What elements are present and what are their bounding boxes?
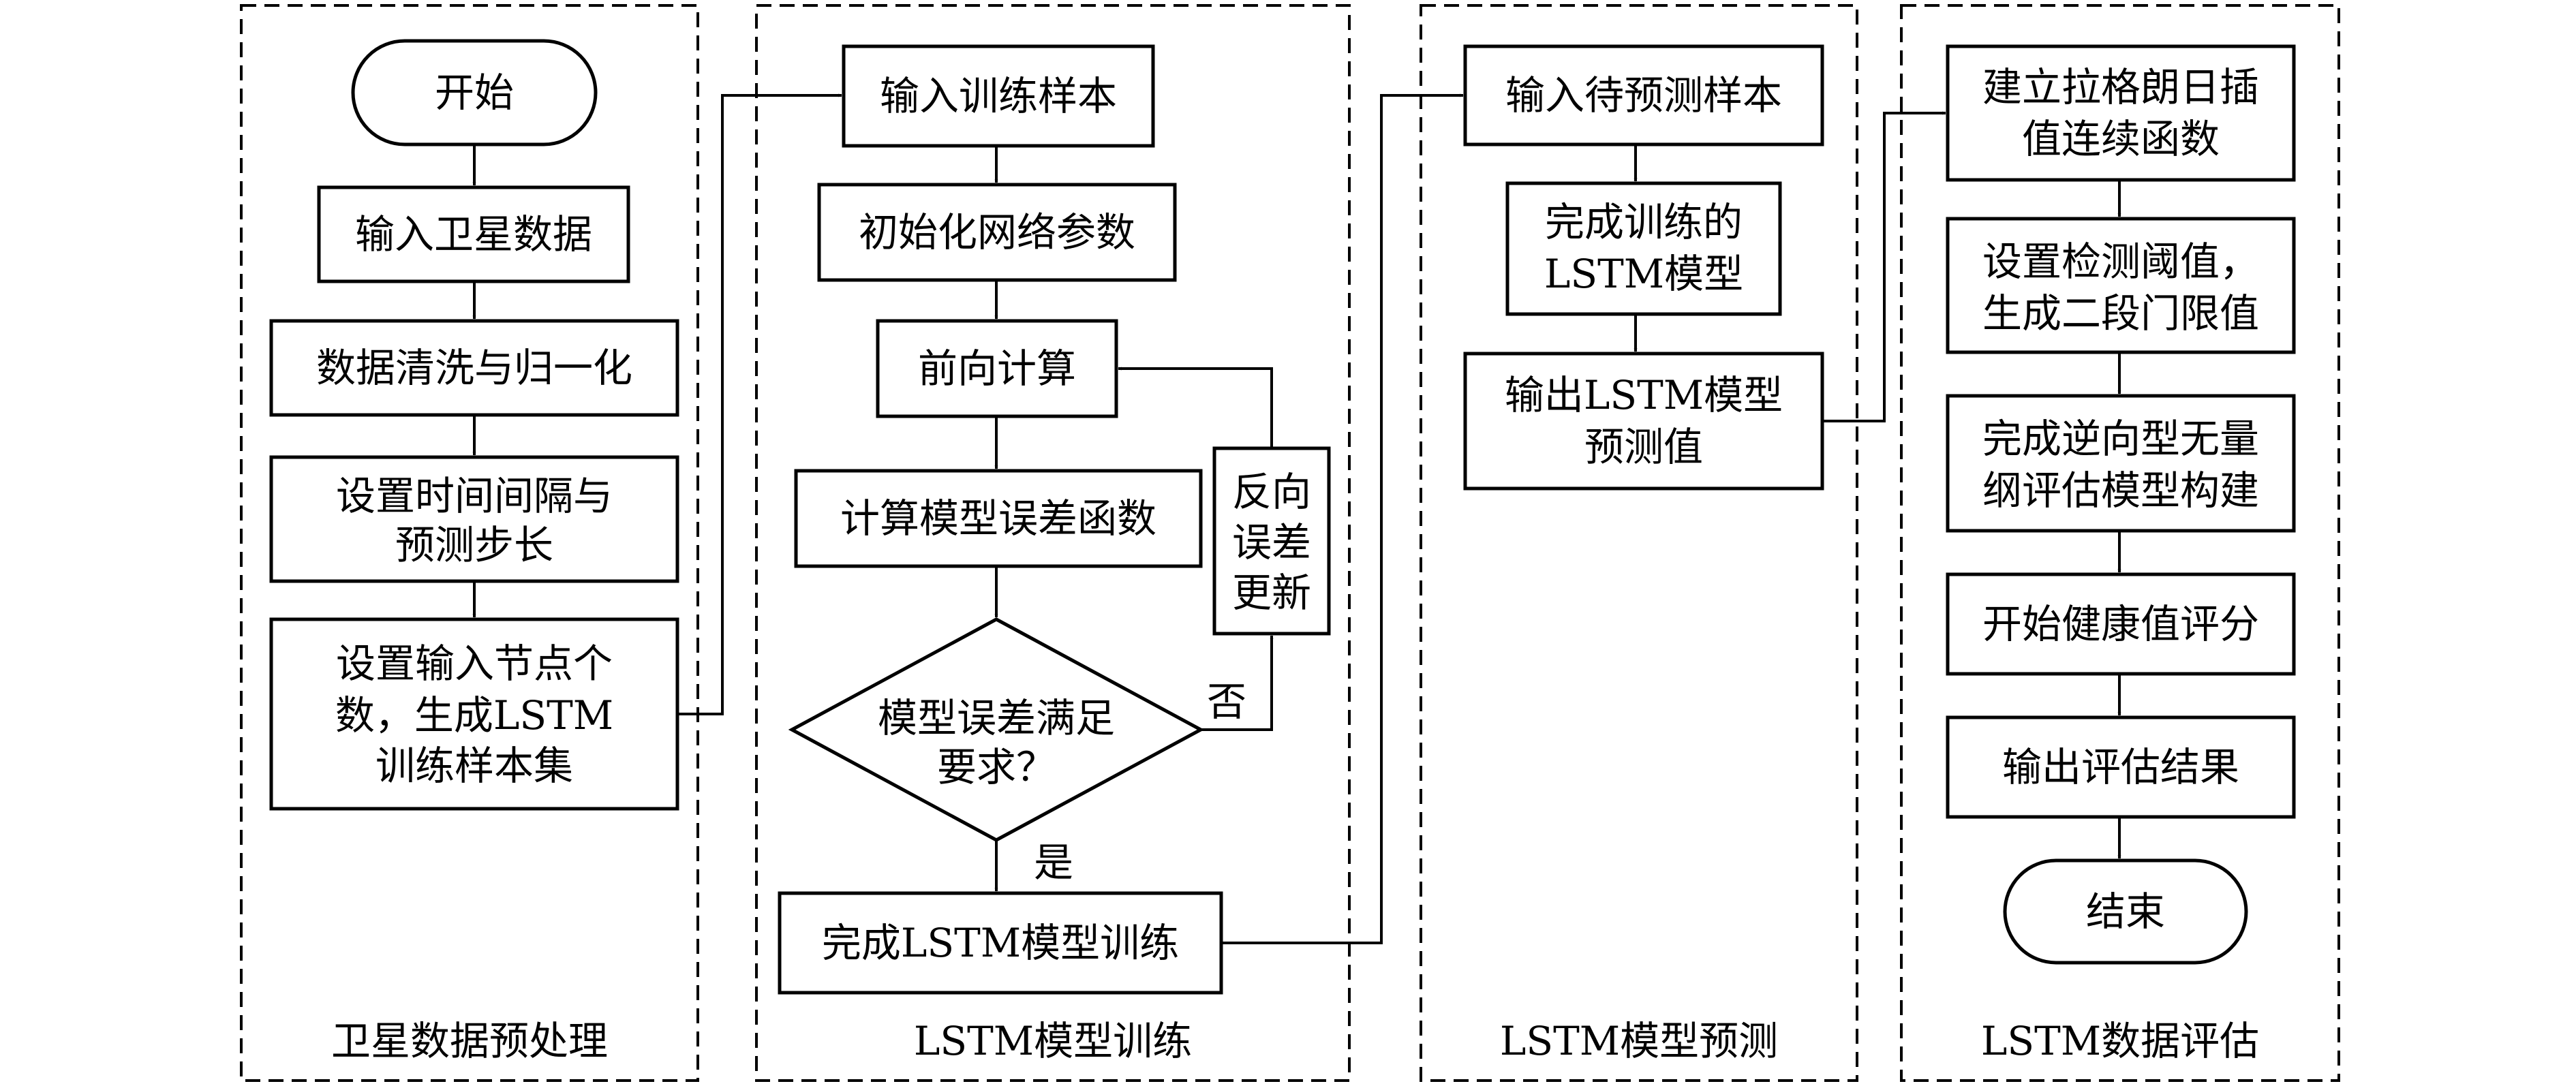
error-check-diamond: 模型误差满足 要求？ — [788, 617, 1205, 842]
input-training-samples-label: 输入训练样本 — [880, 73, 1117, 119]
model-build-line1: 完成逆向型无量 — [1982, 416, 2259, 462]
backprop-line2: 误差 — [1232, 519, 1311, 565]
panel-evaluation — [1900, 4, 2340, 1082]
set-interval-line1: 设置时间间隔与 — [336, 473, 613, 519]
model-build-line2: 纲评估模型构建 — [1982, 467, 2259, 514]
threshold-box: 设置检测阈值， 生成二段门限值 — [1946, 217, 2296, 354]
panel-title-training: LSTM模型训练 — [914, 1018, 1192, 1064]
panel-prediction — [1420, 4, 1858, 1082]
output-prediction-line2: 预测值 — [1584, 424, 1703, 470]
threshold-line1: 设置检测阈值， — [1982, 238, 2259, 285]
lagrange-line1: 建立拉格朗日插 — [1982, 64, 2259, 110]
clean-normalize-box: 数据清洗与归一化 — [269, 319, 679, 417]
input-predict-samples-box: 输入待预测样本 — [1463, 44, 1824, 146]
output-prediction-line1: 输出LSTM模型 — [1505, 372, 1783, 418]
init-params-box: 初始化网络参数 — [817, 183, 1177, 282]
error-check-line1: 模型误差满足 — [878, 695, 1115, 741]
set-nodes-line1: 设置输入节点个 — [336, 640, 613, 687]
backprop-box: 反向 误差 更新 — [1212, 446, 1331, 636]
forward-compute-label: 前向计算 — [918, 345, 1076, 392]
input-training-samples-box: 输入训练样本 — [842, 44, 1155, 148]
trained-model-line2: LSTM模型 — [1544, 251, 1743, 297]
lagrange-box: 建立拉格朗日插 值连续函数 — [1946, 44, 2296, 182]
input-satellite-data-box: 输入卫星数据 — [317, 185, 630, 283]
health-score-box: 开始健康值评分 — [1946, 572, 2296, 676]
trained-model-box: 完成训练的 LSTM模型 — [1505, 181, 1782, 316]
set-nodes-box: 设置输入节点个 数，生成LSTM 训练样本集 — [269, 617, 679, 811]
input-predict-samples-label: 输入待预测样本 — [1505, 72, 1782, 119]
threshold-line2: 生成二段门限值 — [1982, 290, 2259, 337]
forward-compute-box: 前向计算 — [876, 319, 1118, 418]
init-params-label: 初始化网络参数 — [859, 209, 1135, 255]
health-score-label: 开始健康值评分 — [1982, 601, 2259, 647]
output-prediction-box: 输出LSTM模型 预测值 — [1463, 352, 1824, 491]
output-result-box: 输出评估结果 — [1946, 715, 2296, 819]
complete-training-label: 完成LSTM模型训练 — [822, 920, 1179, 966]
backprop-line1: 反向 — [1232, 469, 1311, 515]
start-label: 开始 — [435, 69, 514, 116]
model-build-box: 完成逆向型无量 纲评估模型构建 — [1946, 394, 2296, 533]
set-nodes-line3: 训练样本集 — [375, 743, 573, 789]
compute-error-box: 计算模型误差函数 — [794, 469, 1203, 568]
panel-preprocess — [240, 4, 699, 1082]
error-check-line2: 要求？ — [937, 744, 1056, 790]
input-satellite-data-label: 输入卫星数据 — [355, 211, 592, 258]
start-terminal: 开始 — [351, 39, 598, 146]
trained-model-line1: 完成训练的 — [1545, 199, 1743, 245]
lagrange-line2: 值连续函数 — [2022, 116, 2220, 162]
set-interval-box: 设置时间间隔与 预测步长 — [269, 455, 679, 583]
no-label: 否 — [1207, 679, 1246, 725]
output-result-label: 输出评估结果 — [2002, 744, 2239, 790]
complete-training-box: 完成LSTM模型训练 — [778, 891, 1223, 995]
clean-normalize-label: 数据清洗与归一化 — [316, 345, 632, 391]
panel-title-preprocess: 卫星数据预处理 — [331, 1018, 608, 1064]
set-interval-line2: 预测步长 — [395, 522, 553, 568]
panel-title-evaluation: LSTM数据评估 — [1981, 1018, 2259, 1064]
yes-label: 是 — [1034, 839, 1073, 886]
panel-title-prediction: LSTM模型预测 — [1500, 1018, 1778, 1064]
set-nodes-line2: 数，生成LSTM — [335, 692, 613, 739]
compute-error-label: 计算模型误差函数 — [840, 495, 1156, 542]
backprop-line3: 更新 — [1232, 570, 1311, 616]
end-label: 结束 — [2086, 888, 2165, 935]
end-terminal: 结束 — [2003, 858, 2248, 965]
